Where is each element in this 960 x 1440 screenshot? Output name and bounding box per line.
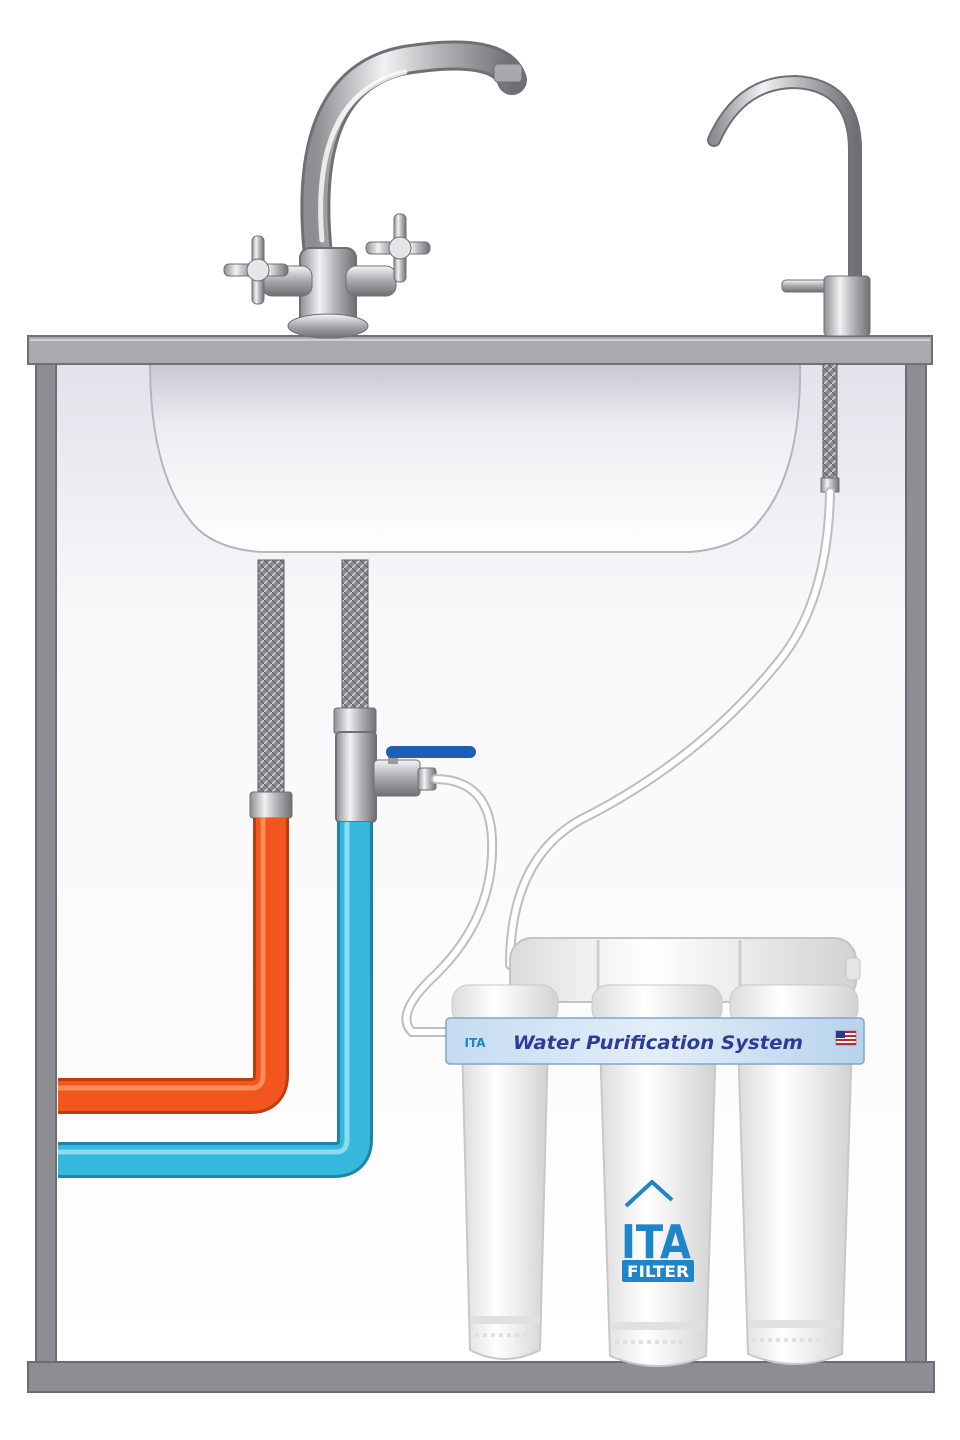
filter-unit: ITA Water Purification System ITA FILTER (445, 937, 865, 1367)
braided-hose-cold (333, 559, 377, 735)
outlet-tube (505, 363, 840, 970)
drinking-water-faucet-icon (707, 74, 871, 337)
countertop (27, 335, 933, 365)
logo-sub: FILTER (627, 1262, 689, 1281)
banner-title: Water Purification System (513, 1032, 803, 1054)
hot-water-pipe (58, 818, 289, 1114)
filter-housing-3 (729, 984, 859, 1365)
braided-hose-hot (249, 559, 293, 819)
ball-valve-icon (335, 731, 476, 823)
banner-logo: ITA (464, 1036, 486, 1050)
cold-water-pipe (58, 822, 373, 1178)
ita-filter-logo: ITA FILTER (621, 1180, 694, 1282)
inlet-tube (401, 774, 498, 1037)
usa-flag-icon (835, 1030, 857, 1046)
mixer-faucet-icon (223, 40, 527, 339)
sink-bowl (148, 361, 802, 553)
filter-banner: ITA Water Purification System (445, 1017, 865, 1065)
filter-housing-2 (591, 984, 723, 1367)
filter-housing-1 (451, 984, 559, 1360)
